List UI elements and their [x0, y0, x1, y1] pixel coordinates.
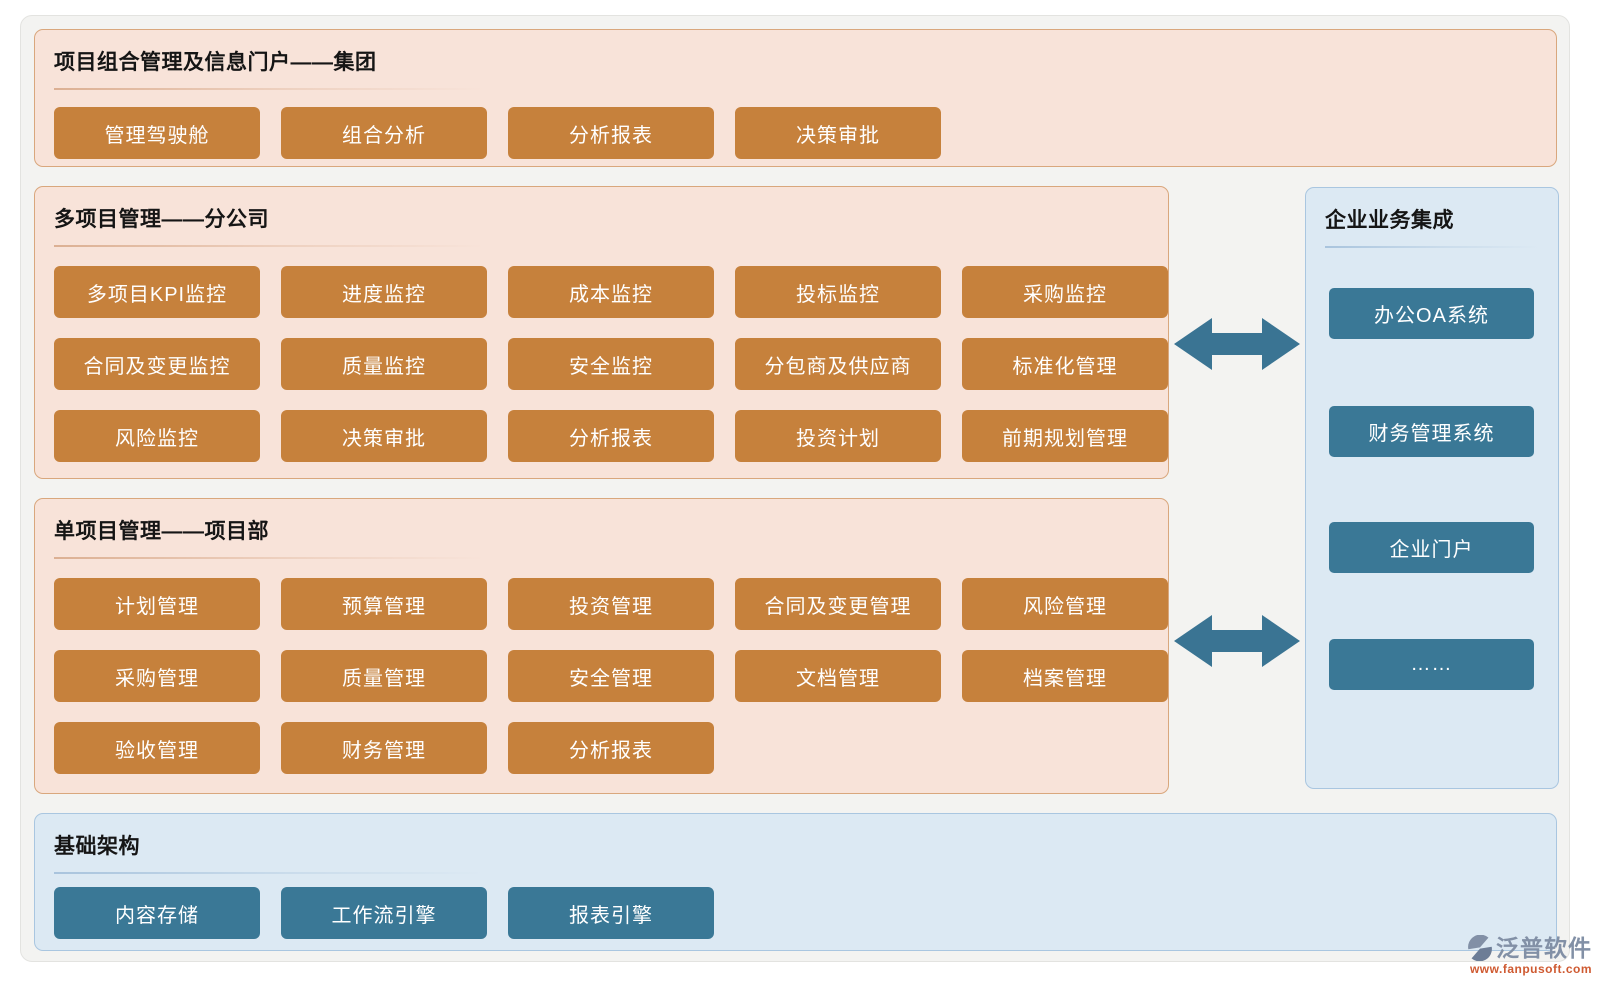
- infrastructure-button-row: 内容存储 工作流引擎 报表引擎: [35, 874, 1556, 939]
- btn-workflow-engine[interactable]: 工作流引擎: [281, 887, 487, 939]
- fanpu-logo-icon: [1468, 935, 1492, 961]
- btn-decision-approval[interactable]: 决策审批: [735, 107, 941, 159]
- single-project-row-3: 验收管理 财务管理 分析报表: [35, 702, 1168, 774]
- title-divider: [1325, 246, 1539, 248]
- btn-progress-monitor[interactable]: 进度监控: [281, 266, 487, 318]
- btn-oa-system[interactable]: 办公OA系统: [1329, 288, 1534, 339]
- btn-analysis-report[interactable]: 分析报表: [508, 410, 714, 462]
- btn-multiproject-kpi-monitor[interactable]: 多项目KPI监控: [54, 266, 260, 318]
- btn-subcontractor-supplier[interactable]: 分包商及供应商: [735, 338, 941, 390]
- btn-finance-mgmt[interactable]: 财务管理: [281, 722, 487, 774]
- fanpu-brand: 泛普软件: [1496, 934, 1592, 961]
- btn-analysis-report[interactable]: 分析报表: [508, 722, 714, 774]
- watermark: 泛普软件 www.fanpusoft.com: [1467, 935, 1592, 975]
- section-infrastructure: 基础架构 内容存储 工作流引擎 报表引擎: [34, 813, 1557, 951]
- double-arrow-icon: [1174, 318, 1300, 370]
- btn-procurement-mgmt[interactable]: 采购管理: [54, 650, 260, 702]
- title-divider: [54, 88, 484, 90]
- section-integration: 企业业务集成 办公OA系统 财务管理系统 企业门户 ……: [1305, 187, 1559, 789]
- btn-management-cockpit[interactable]: 管理驾驶舱: [54, 107, 260, 159]
- section-multi-project: 多项目管理——分公司 多项目KPI监控 进度监控 成本监控 投标监控 采购监控 …: [34, 186, 1169, 479]
- multi-project-row-2: 合同及变更监控 质量监控 安全监控 分包商及供应商 标准化管理: [35, 318, 1168, 390]
- section-single-project-title: 单项目管理——项目部: [54, 520, 269, 543]
- multi-project-row-3: 风险监控 决策审批 分析报表 投资计划 前期规划管理: [35, 390, 1168, 462]
- btn-quality-mgmt[interactable]: 质量管理: [281, 650, 487, 702]
- btn-procurement-monitor[interactable]: 采购监控: [962, 266, 1168, 318]
- btn-risk-monitor[interactable]: 风险监控: [54, 410, 260, 462]
- section-multi-project-title: 多项目管理——分公司: [54, 208, 269, 231]
- section-single-project: 单项目管理——项目部 计划管理 预算管理 投资管理 合同及变更管理 风险管理 采…: [34, 498, 1169, 794]
- btn-quality-monitor[interactable]: 质量监控: [281, 338, 487, 390]
- title-divider: [54, 245, 484, 247]
- btn-finance-system[interactable]: 财务管理系统: [1329, 406, 1534, 457]
- btn-contract-change-mgmt[interactable]: 合同及变更管理: [735, 578, 941, 630]
- btn-enterprise-portal[interactable]: 企业门户: [1329, 522, 1534, 573]
- btn-risk-mgmt[interactable]: 风险管理: [962, 578, 1168, 630]
- btn-investment-mgmt[interactable]: 投资管理: [508, 578, 714, 630]
- btn-plan-mgmt[interactable]: 计划管理: [54, 578, 260, 630]
- btn-portfolio-analysis[interactable]: 组合分析: [281, 107, 487, 159]
- section-portfolio: 项目组合管理及信息门户——集团 管理驾驶舱 组合分析 分析报表 决策审批: [34, 29, 1557, 167]
- btn-document-mgmt[interactable]: 文档管理: [735, 650, 941, 702]
- section-infrastructure-title: 基础架构: [54, 835, 140, 858]
- btn-content-storage[interactable]: 内容存储: [54, 887, 260, 939]
- btn-archive-mgmt[interactable]: 档案管理: [962, 650, 1168, 702]
- btn-analysis-report[interactable]: 分析报表: [508, 107, 714, 159]
- btn-decision-approval[interactable]: 决策审批: [281, 410, 487, 462]
- section-integration-title: 企业业务集成: [1325, 209, 1454, 232]
- btn-budget-mgmt[interactable]: 预算管理: [281, 578, 487, 630]
- multi-project-row-1: 多项目KPI监控 进度监控 成本监控 投标监控 采购监控: [35, 247, 1168, 318]
- btn-safety-monitor[interactable]: 安全监控: [508, 338, 714, 390]
- btn-contract-change-monitor[interactable]: 合同及变更监控: [54, 338, 260, 390]
- btn-acceptance-mgmt[interactable]: 验收管理: [54, 722, 260, 774]
- btn-investment-plan[interactable]: 投资计划: [735, 410, 941, 462]
- btn-safety-mgmt[interactable]: 安全管理: [508, 650, 714, 702]
- section-portfolio-title: 项目组合管理及信息门户——集团: [54, 51, 377, 74]
- btn-bid-monitor[interactable]: 投标监控: [735, 266, 941, 318]
- single-project-row-1: 计划管理 预算管理 投资管理 合同及变更管理 风险管理: [35, 559, 1168, 630]
- portfolio-button-row: 管理驾驶舱 组合分析 分析报表 决策审批: [35, 90, 1556, 159]
- fanpu-url: www.fanpusoft.com: [1469, 962, 1592, 976]
- btn-cost-monitor[interactable]: 成本监控: [508, 266, 714, 318]
- btn-preplanning-mgmt[interactable]: 前期规划管理: [962, 410, 1168, 462]
- btn-standardization-mgmt[interactable]: 标准化管理: [962, 338, 1168, 390]
- btn-more-systems[interactable]: ……: [1329, 639, 1534, 690]
- title-divider: [54, 872, 484, 874]
- btn-report-engine[interactable]: 报表引擎: [508, 887, 714, 939]
- title-divider: [54, 557, 484, 559]
- diagram-canvas: 项目组合管理及信息门户——集团 管理驾驶舱 组合分析 分析报表 决策审批 多项目…: [20, 15, 1570, 962]
- double-arrow-icon: [1174, 615, 1300, 667]
- single-project-row-2: 采购管理 质量管理 安全管理 文档管理 档案管理: [35, 630, 1168, 702]
